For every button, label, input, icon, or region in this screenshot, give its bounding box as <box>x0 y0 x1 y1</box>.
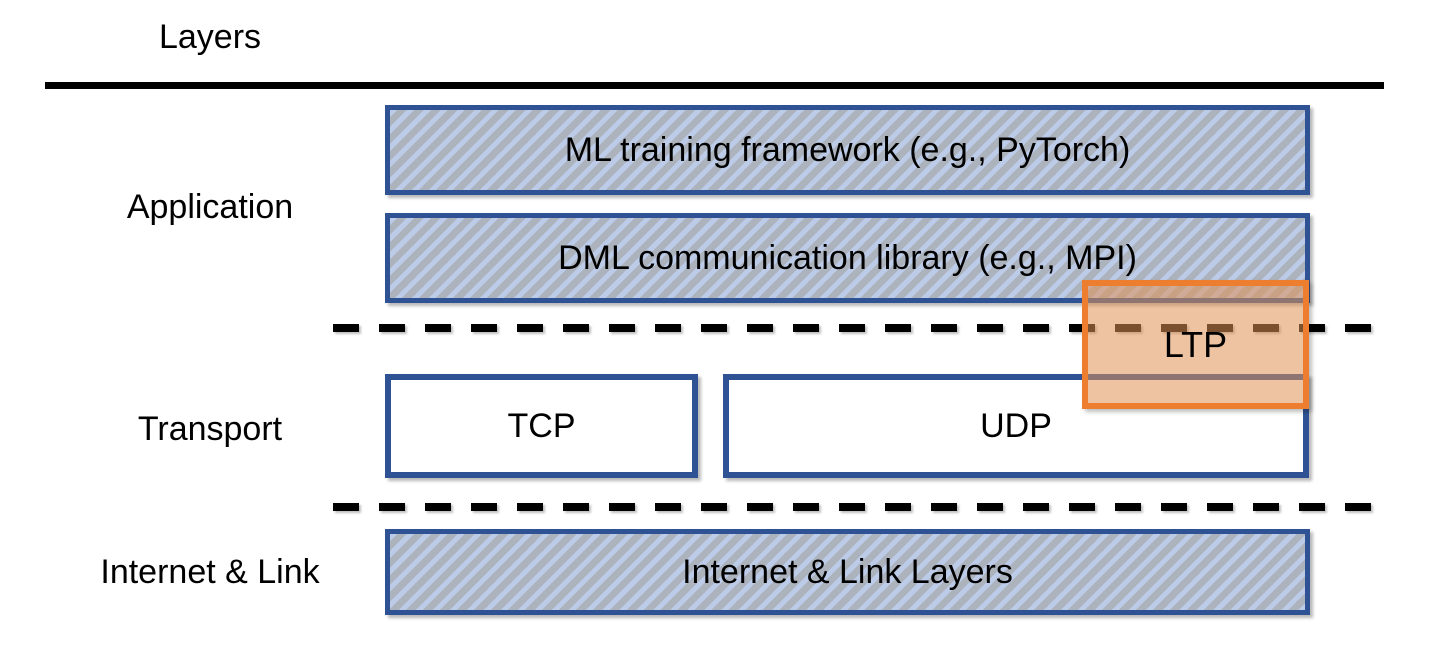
application-transport-divider <box>333 324 1384 332</box>
dml-communication-library-box: DML communication library (e.g., MPI) <box>385 213 1310 303</box>
layer-label-transport: Transport <box>137 410 283 448</box>
transport-internet-divider <box>333 503 1390 511</box>
tcp-box: TCP <box>385 374 698 478</box>
layer-label-internet-link: Internet & Link <box>100 553 320 591</box>
internet-link-layers-box: Internet & Link Layers <box>385 529 1310 615</box>
title-underline-rule <box>45 82 1384 89</box>
ml-training-framework-label: ML training framework (e.g., PyTorch) <box>564 130 1131 169</box>
ltp-label: LTP <box>1163 323 1228 365</box>
internet-link-layers-label: Internet & Link Layers <box>682 552 1013 591</box>
udp-label: UDP <box>980 406 1052 445</box>
layer-label-application: Application <box>126 188 294 226</box>
tcp-label: TCP <box>507 406 576 445</box>
ltp-overlay-box: LTP <box>1082 280 1309 409</box>
diagram-title: Layers <box>158 18 262 56</box>
ml-training-framework-box: ML training framework (e.g., PyTorch) <box>385 105 1310 195</box>
dml-communication-library-label: DML communication library (e.g., MPI) <box>558 238 1137 277</box>
